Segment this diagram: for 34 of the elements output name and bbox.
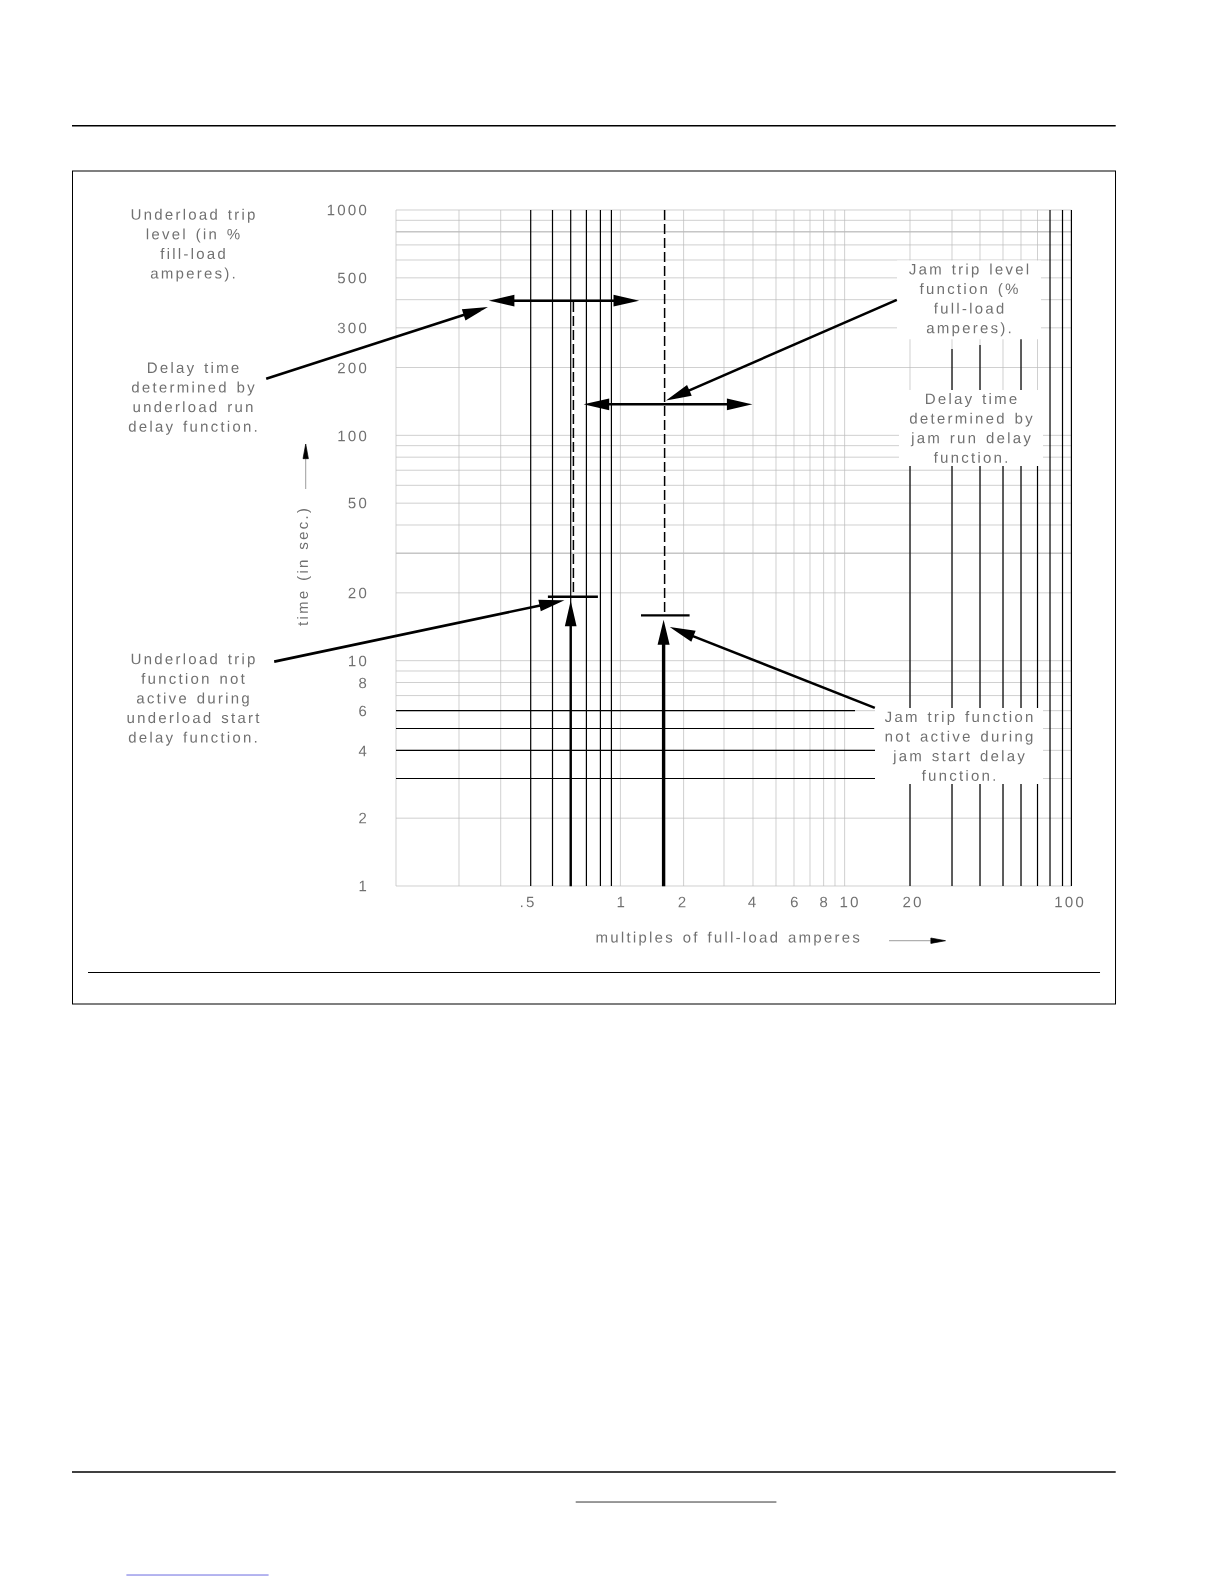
tick-label: 1 (617, 896, 625, 908)
annotation: Jam trip level function (% full-load amperes). (897, 260, 1041, 340)
tick-label: 500 (337, 272, 367, 284)
axis-title: multiples of full-load amperes (596, 931, 860, 946)
tick-label: 2 (678, 896, 686, 908)
dashed-line (663, 209, 666, 613)
tick-label: 8 (359, 677, 367, 689)
node-label: Jam trip function not active during jam start delay function. (884, 711, 1033, 781)
tick-label: 4 (748, 896, 756, 908)
tick-label: 2 (359, 812, 367, 824)
tick-label: 300 (337, 322, 367, 334)
tick-label: 4 (358, 745, 367, 757)
tick-label: 20 (348, 587, 367, 599)
tick-label: 200 (338, 362, 367, 374)
tick-label: 10 (840, 896, 858, 908)
annotation: Jam trip function not active during jam start delay function. (875, 708, 1043, 784)
tick-label: .5 (521, 896, 534, 908)
node-label: Jam trip level function (% full-load amperes). (909, 263, 1029, 337)
annotation: Delay time determined by jam run delay function. (899, 390, 1043, 466)
tick-label: 1 (359, 880, 367, 892)
tick-label: 20 (903, 896, 921, 908)
tick-label: 50 (348, 497, 367, 509)
tick-label: 100 (338, 430, 367, 442)
tick-label: 8 (820, 896, 828, 908)
annotation: Underload trip function not active during underload start delay function. (112, 650, 274, 749)
tick-label: 100 (1055, 896, 1084, 908)
annotation: Underload trip level (in % fill-load amperes). (120, 205, 266, 285)
axis-title: time (in sec.) (297, 509, 311, 626)
node-label: Delay time determined by jam run delay function. (909, 393, 1033, 463)
tick-label: 1000 (327, 204, 367, 216)
tick-label: 10 (349, 655, 367, 667)
tick-label: 6 (790, 896, 798, 908)
tick-label: 6 (359, 705, 367, 717)
annotation: Delay time determined by underload run delay function. (120, 359, 266, 438)
